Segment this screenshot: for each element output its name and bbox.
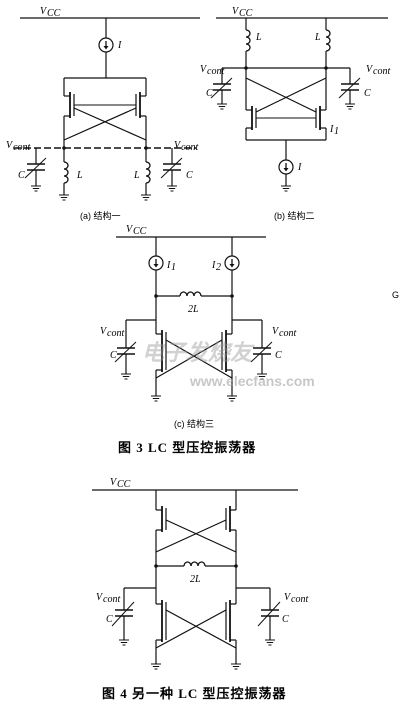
circuit-a: V CC I L L — [6, 6, 200, 221]
svg-text:C: C — [110, 350, 117, 361]
svg-text:cont: cont — [291, 594, 308, 605]
svg-text:V: V — [174, 140, 182, 151]
svg-text:2L: 2L — [190, 574, 201, 585]
current-source-icon — [98, 37, 114, 53]
svg-text:L: L — [76, 170, 83, 181]
figure-3-caption: 图 3 LC 型压控振荡器 — [118, 440, 256, 455]
vcc-label-b: V — [232, 6, 240, 17]
circuit-c: V CC I 1 I 2 2L — [100, 224, 315, 429]
vcc-label-fig4: V — [110, 477, 118, 488]
svg-text:C: C — [282, 614, 289, 625]
svg-text:cont: cont — [13, 142, 30, 153]
edge-mark: G — [392, 290, 399, 300]
svg-text:1: 1 — [334, 126, 339, 137]
svg-text:cont: cont — [181, 142, 198, 153]
svg-text:V: V — [272, 326, 280, 337]
svg-text:C: C — [206, 88, 213, 99]
watermark-url: www.elecfans.com — [189, 373, 315, 389]
svg-text:2: 2 — [216, 262, 221, 273]
subcaption-a: (a) 结构一 — [80, 210, 121, 221]
svg-text:cont: cont — [279, 328, 296, 339]
svg-text:I: I — [329, 124, 334, 135]
svg-text:2L: 2L — [188, 304, 199, 315]
vcont-label-c: V — [100, 326, 108, 337]
inductor-icon — [63, 161, 69, 184]
svg-text:C: C — [364, 88, 371, 99]
inductor-icon — [145, 161, 151, 184]
svg-text:cont: cont — [373, 66, 390, 77]
svg-text:L: L — [255, 32, 262, 43]
inductor-icon — [325, 29, 331, 52]
svg-text:CC: CC — [133, 226, 147, 237]
current-source-icon — [224, 255, 240, 271]
circuit-fig4: V CC 2L — [92, 477, 308, 670]
vcont-label-a: V — [6, 140, 14, 151]
svg-text:C: C — [106, 614, 113, 625]
svg-text:C: C — [18, 170, 25, 181]
figure-4-caption: 图 4 另一种 LC 型压控振荡器 — [102, 686, 287, 701]
vcc-label-c: V — [126, 224, 134, 235]
svg-text:cont: cont — [207, 66, 224, 77]
current-source-icon — [278, 159, 294, 175]
svg-text:I: I — [117, 40, 122, 51]
svg-text:1: 1 — [171, 262, 176, 273]
svg-text:C: C — [186, 170, 193, 181]
svg-text:I: I — [166, 260, 171, 271]
svg-text:I: I — [297, 162, 302, 173]
svg-text:I: I — [211, 260, 216, 271]
vcc-label-a: V — [40, 6, 48, 17]
inductor-icon — [245, 29, 251, 52]
svg-text:cont: cont — [107, 328, 124, 339]
svg-text:V: V — [284, 592, 292, 603]
vcont-label-b: V — [200, 64, 208, 75]
svg-text:CC: CC — [47, 8, 61, 19]
subcaption-b: (b) 结构二 — [274, 210, 315, 221]
svg-text:CC: CC — [239, 8, 253, 19]
circuit-b: V CC L L C V cont C V cont — [200, 6, 390, 221]
svg-text:L: L — [314, 32, 321, 43]
svg-text:C: C — [275, 350, 282, 361]
svg-text:CC: CC — [117, 479, 131, 490]
svg-text:cont: cont — [103, 594, 120, 605]
inductor-icon — [179, 291, 202, 297]
current-source-icon — [148, 255, 164, 271]
watermark-logo: 电子发烧友 — [142, 340, 255, 365]
svg-text:V: V — [366, 64, 374, 75]
vcont-label-fig4: V — [96, 592, 104, 603]
subcaption-c: (c) 结构三 — [174, 418, 214, 429]
inductor-icon — [183, 561, 206, 567]
svg-text:L: L — [133, 170, 140, 181]
